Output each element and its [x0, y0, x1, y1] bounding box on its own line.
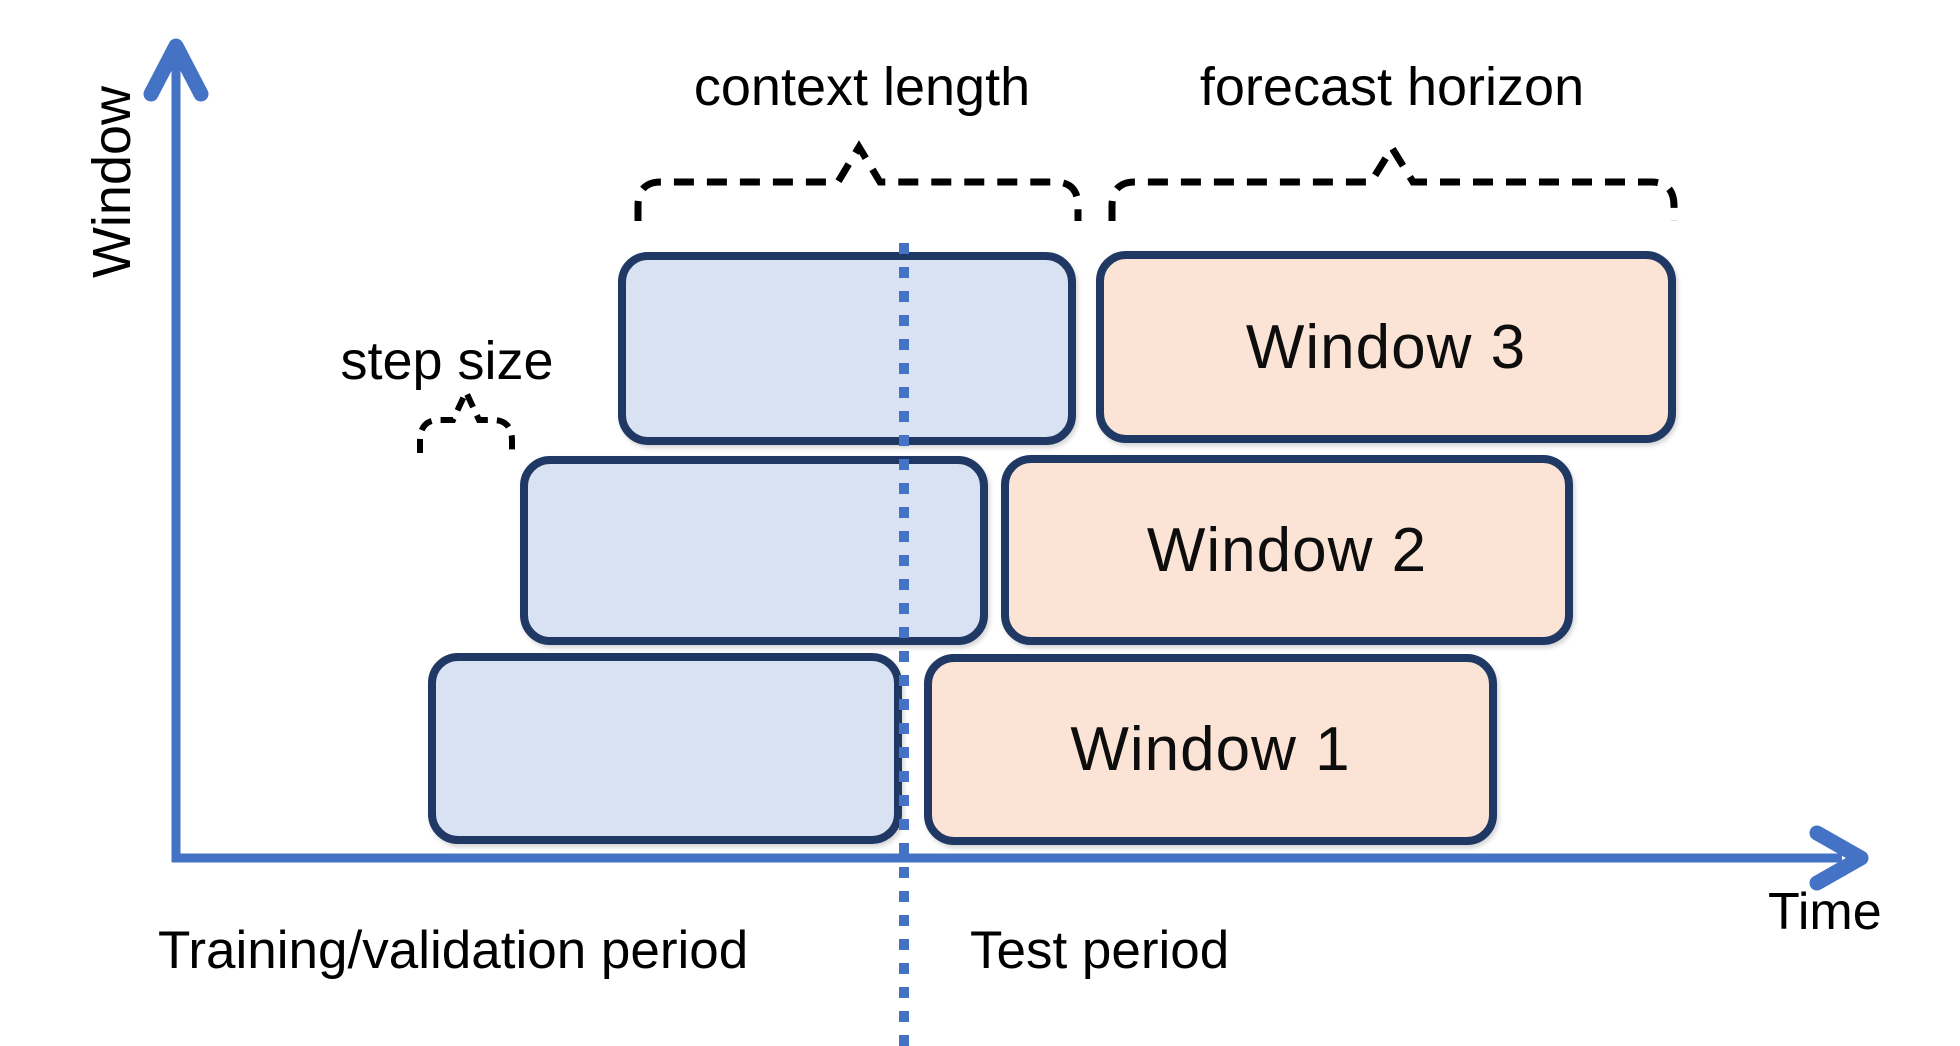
forecast-horizon-label: forecast horizon [1199, 57, 1585, 117]
window-3-context-box [618, 252, 1076, 445]
window-3-forecast-box: Window 3 [1096, 251, 1676, 443]
y-axis-label: Window [82, 85, 142, 279]
window-2-forecast-box: Window 2 [1001, 455, 1573, 645]
test-period-label: Test period [970, 921, 1230, 980]
training-validation-period-label: Training/validation period [158, 921, 749, 980]
step-size-brace [417, 384, 515, 453]
context-length-brace [634, 140, 1082, 221]
x-axis-arrowhead-icon [1809, 825, 1869, 891]
forecast-horizon-brace [1108, 141, 1678, 221]
window-1-context-box [428, 653, 902, 844]
y-axis-arrowhead-icon [143, 38, 209, 102]
step-size-label: step size [340, 331, 554, 391]
window-3-label: Window 3 [1245, 312, 1527, 382]
x-axis-label: Time [1768, 883, 1882, 941]
context-length-label: context length [693, 57, 1031, 117]
window-2-context-box [520, 456, 988, 645]
window-1-forecast-box: Window 1 [924, 654, 1497, 845]
window-1-label: Window 1 [1070, 715, 1351, 784]
window-2-label: Window 2 [1146, 515, 1428, 585]
